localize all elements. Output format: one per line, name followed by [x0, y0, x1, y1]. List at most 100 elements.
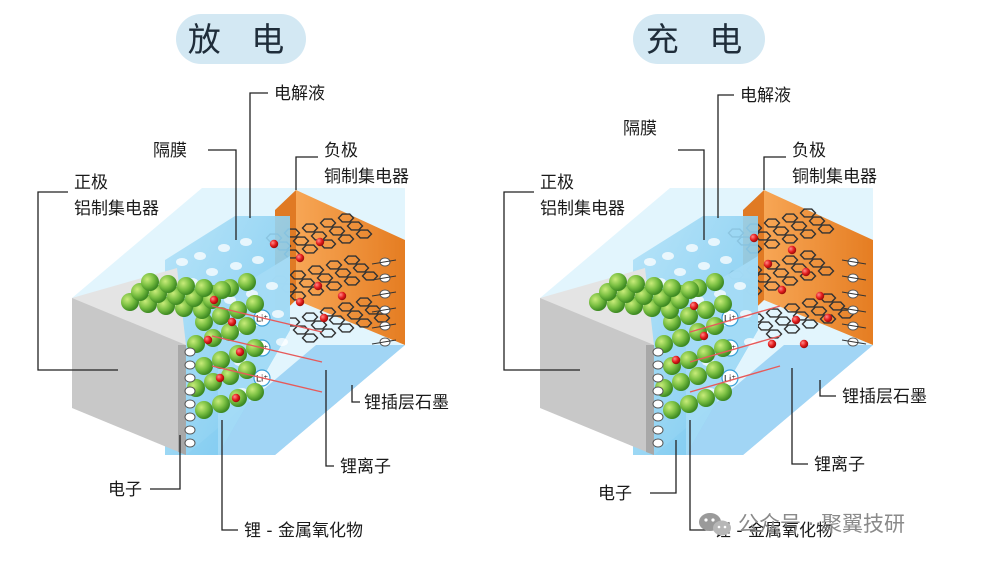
cathode-particle — [246, 295, 264, 313]
lithium-ion — [203, 335, 213, 345]
graphite-hex — [772, 226, 790, 236]
label-positive-2: 铝制集电器 — [74, 199, 159, 219]
labels: 电解液 隔膜 负极 铜制集电器 正极 铝制集电器 锂插层石墨 锂离子 电子 锂 … — [37, 84, 449, 541]
lithium-ion — [699, 331, 709, 341]
separator-pore — [644, 258, 656, 266]
graphite-hex — [799, 250, 817, 260]
separator-pore — [272, 310, 284, 318]
label-positive-1: 正极 — [540, 173, 574, 193]
label-separator: 隔膜 — [153, 141, 187, 161]
separator-pore — [674, 268, 686, 276]
label-li-ion: 锂离子 — [814, 455, 865, 475]
graphite-hex — [763, 239, 781, 249]
electron-marker — [184, 373, 196, 383]
separator-pore — [240, 238, 252, 246]
electron-arrow — [841, 307, 867, 313]
separator-pore — [230, 262, 242, 270]
label-negative-1: 负极 — [324, 141, 358, 161]
panel-title: 充 电 — [646, 20, 753, 59]
graphite-hex — [301, 333, 319, 343]
graphite-hex — [808, 258, 826, 268]
electron-arrow — [371, 259, 397, 265]
lithium-ion — [209, 295, 219, 305]
graphite-hex — [781, 276, 799, 286]
ion-migration-arrow — [211, 305, 323, 333]
graphite-hex — [307, 265, 325, 275]
cathode-particle — [159, 275, 177, 293]
electron-arrow — [371, 275, 397, 281]
electron-arrow — [841, 339, 867, 345]
label-oxide: 锂 - 金属氧化物 — [244, 521, 363, 541]
label-negative-2: 铜制集电器 — [324, 167, 409, 187]
lithium-ion — [295, 253, 305, 263]
graphite-hex — [808, 216, 826, 226]
negative-leader — [763, 156, 786, 190]
li-ion-leader — [791, 368, 808, 465]
graphite-hex — [301, 244, 319, 254]
electron-arrow — [841, 275, 867, 281]
graphite-hex — [783, 303, 801, 313]
labels: 电解液 隔膜 负极 铜制集电器 正极 铝制集电器 锂插层石墨 锂离子 电子 锂 … — [503, 86, 927, 541]
cathode-particle — [697, 389, 715, 407]
label-negative-1: 负极 — [792, 141, 826, 161]
cathode-particle — [246, 339, 264, 357]
electron-arrow — [371, 323, 397, 329]
separator-pore — [662, 252, 674, 260]
lithium-ion — [671, 355, 681, 365]
ion-migration-arrow — [689, 335, 781, 363]
cathode-particle — [238, 317, 256, 335]
lithium-ion — [269, 239, 279, 249]
separator-pore — [224, 296, 236, 304]
separator-leader — [208, 149, 237, 240]
cathode-particle — [645, 277, 663, 295]
electron-arrow — [841, 291, 867, 297]
graphite-hex — [828, 301, 846, 311]
lithium-ion — [315, 237, 325, 247]
separator-pore — [708, 238, 720, 246]
cathode-particle — [706, 317, 724, 335]
graphite-hex — [801, 298, 819, 308]
graphite-hex — [319, 328, 337, 338]
graphite-hex — [325, 281, 343, 291]
cathode-particle — [627, 275, 645, 293]
graphite-hex — [334, 268, 352, 278]
positive-leader — [503, 191, 580, 371]
electron-arrow — [371, 291, 397, 297]
electron-marker — [184, 399, 196, 409]
lithium-ion — [815, 291, 825, 301]
graphite-hex — [799, 208, 817, 218]
electron-arrow — [371, 339, 397, 345]
graphite-hex — [292, 325, 310, 335]
cathode-particle — [246, 383, 264, 401]
lithium-ion — [337, 291, 347, 301]
cathode-particle — [212, 395, 230, 413]
cathode-particle — [238, 361, 256, 379]
lithium-ion — [763, 259, 773, 269]
lithium-ion — [295, 297, 305, 307]
cathode-particle — [672, 373, 690, 391]
label-electron: 电子 — [598, 484, 632, 504]
graphite-hex — [772, 268, 790, 278]
label-electrolyte: 电解液 — [274, 84, 325, 104]
electron-marker — [184, 412, 196, 422]
cathode-particle — [706, 273, 724, 291]
label-separator: 隔膜 — [623, 119, 657, 139]
lithium-ion — [231, 393, 241, 403]
graphite-hex — [801, 319, 819, 329]
electron-leader — [150, 435, 181, 490]
graphite-hex — [343, 255, 361, 265]
graphite-hex — [301, 223, 319, 233]
lithium-ion — [823, 313, 833, 323]
label-electron: 电子 — [108, 480, 142, 500]
label-positive-2: 铝制集电器 — [540, 199, 625, 219]
cathode-particle — [195, 401, 213, 419]
lithium-ion — [313, 281, 323, 291]
separator-pore — [176, 258, 188, 266]
cathode-particle — [229, 301, 247, 319]
separator-pore — [206, 268, 218, 276]
cathode-particle — [672, 329, 690, 347]
aluminum-front — [72, 298, 186, 455]
electrolyte-leader — [717, 94, 734, 218]
graphite-hex — [799, 229, 817, 239]
